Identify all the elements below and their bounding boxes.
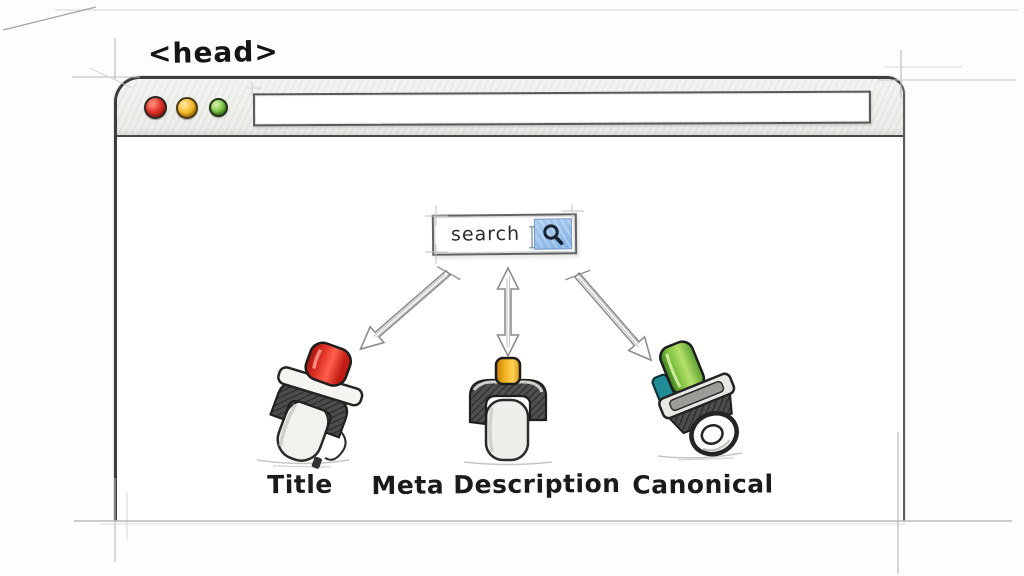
arrows-group (359, 266, 653, 362)
arrow-to-canonical-icon (565, 269, 653, 362)
search-input-text: search (450, 222, 521, 246)
magnifier-icon (543, 223, 564, 245)
close-button[interactable] (144, 96, 167, 119)
canonical-pin-illustration (651, 340, 743, 461)
minimize-button[interactable] (176, 97, 198, 119)
arrow-to-meta-description-icon (496, 266, 520, 358)
label-meta-description: Meta Description (371, 468, 621, 501)
label-title: Title (267, 469, 333, 500)
search-box[interactable]: search (431, 213, 578, 256)
arrow-to-title-icon (359, 266, 461, 351)
search-button[interactable] (533, 218, 573, 250)
label-canonical: Canonical (632, 469, 774, 500)
address-bar[interactable] (252, 90, 872, 127)
maximize-button[interactable] (209, 98, 228, 117)
head-tag-label: <head> (147, 34, 280, 71)
meta-description-pin-illustration (463, 356, 553, 466)
title-pin-illustration (256, 341, 364, 469)
browser-titlebar (117, 79, 903, 137)
